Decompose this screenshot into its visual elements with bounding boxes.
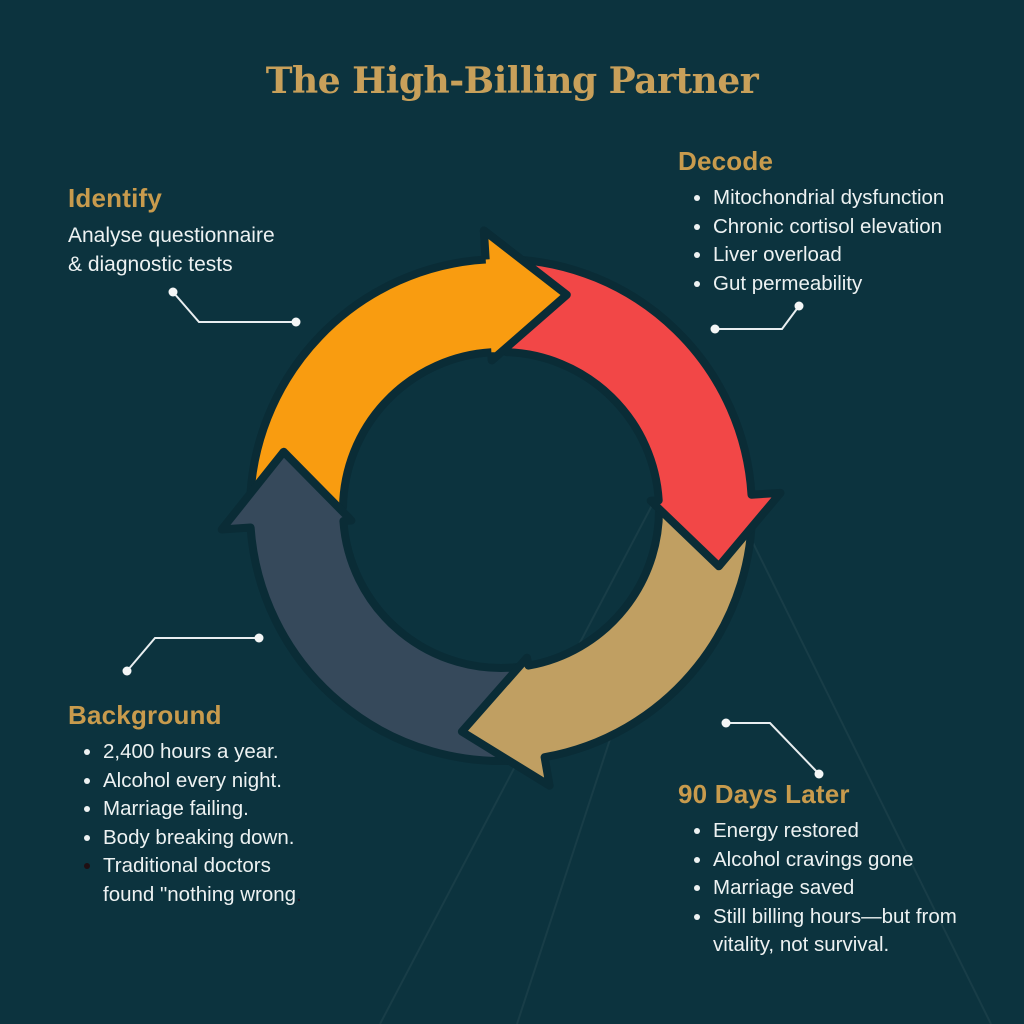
bullet-text: Marriage failing.	[103, 797, 249, 820]
bullet-dot	[694, 280, 700, 287]
list-item: Mitochondrial dysfunction	[694, 184, 1008, 213]
bullet-dot	[84, 806, 90, 812]
bullet-text: Energy restored	[713, 819, 859, 842]
section-identify: Identify Analyse questionnaire & diagnos…	[68, 183, 368, 279]
identify-description: Analyse questionnaire & diagnostic tests	[68, 224, 275, 276]
connector-dot-identify	[168, 287, 178, 297]
section-heading-ninety-days: 90 Days Later	[678, 779, 850, 809]
bullet-text: Alcohol cravings gone	[713, 847, 914, 871]
bullet-dot	[694, 913, 700, 920]
list-item: Traditional doctors found "nothing wrong…	[84, 852, 388, 909]
bullet-dot	[84, 749, 90, 755]
connector-background	[126, 637, 259, 672]
list-item: Alcohol cravings gone	[694, 846, 1008, 875]
connector-dot-identify	[291, 317, 301, 327]
list-item: Still billing hours—but from vitality, n…	[694, 903, 1008, 960]
bullet-dot	[694, 252, 700, 258]
connector-identify	[172, 291, 296, 323]
list-item: Liver overload	[694, 241, 1008, 270]
bullet-text: Gut permeability	[713, 271, 863, 295]
bullet-text: Still billing hours—but from vitality, n…	[713, 904, 957, 957]
bullet-text: Mitochondrial dysfunction	[713, 186, 945, 209]
bullet-text: Liver overload	[713, 243, 842, 266]
section-heading-background: Background	[68, 700, 222, 730]
bullet-text: Traditional doctors found "nothing wrong…	[103, 854, 302, 906]
bullet-text: Alcohol every night.	[103, 768, 282, 792]
bullet-text: Chronic cortisol elevation	[713, 214, 943, 238]
list-item: Gut permeability	[694, 270, 1008, 299]
list-item: Energy restored	[694, 817, 1008, 846]
list-item: Marriage failing.	[84, 795, 388, 824]
bullet-text: 2,400 hours a year.	[103, 740, 279, 763]
section-background: Background 2,400 hours a year. Alcohol ev…	[68, 700, 388, 909]
section-heading-identify: Identify	[68, 183, 163, 213]
list-item: 2,400 hours a year.	[84, 738, 388, 767]
arrow-decode	[502, 255, 785, 571]
bullet-text: Body breaking down.	[103, 825, 295, 849]
bullet-dot	[694, 223, 700, 230]
arrow-background	[217, 447, 532, 765]
arrow-ninety-days	[457, 492, 757, 790]
bullet-dot	[694, 828, 700, 834]
connector-dot-decode	[794, 301, 804, 311]
bullet-dot	[84, 777, 90, 784]
connector-decode	[715, 305, 800, 330]
connector-dot-ninety-days	[814, 769, 824, 779]
list-item: Body breaking down.	[84, 824, 388, 853]
list-item: Chronic cortisol elevation	[694, 213, 1008, 242]
connector-dot-decode	[710, 324, 720, 334]
bullet-dot	[694, 885, 700, 891]
connector-dot-background	[254, 633, 264, 643]
dark-period: .	[296, 882, 302, 906]
background-list: 2,400 hours a year. Alcohol every night. M…	[84, 738, 388, 909]
bullet-dot	[84, 834, 90, 841]
connector-ninety-days	[726, 722, 820, 775]
bullet-text: Marriage saved	[713, 876, 855, 899]
connector-dot-background	[122, 666, 132, 676]
page-title: The High-Billing Partner	[265, 60, 759, 102]
list-item: Alcohol every night.	[84, 767, 388, 796]
bullet-dot	[84, 863, 90, 869]
list-item: Marriage saved	[694, 874, 1008, 903]
bullet-dot	[694, 856, 700, 863]
arrow-identify-head-overlay	[479, 226, 571, 365]
background-accent-line	[716, 469, 992, 1024]
section-heading-decode: Decode	[678, 146, 774, 176]
connector-dot-ninety-days	[721, 718, 731, 728]
bullet-dot	[694, 195, 700, 201]
